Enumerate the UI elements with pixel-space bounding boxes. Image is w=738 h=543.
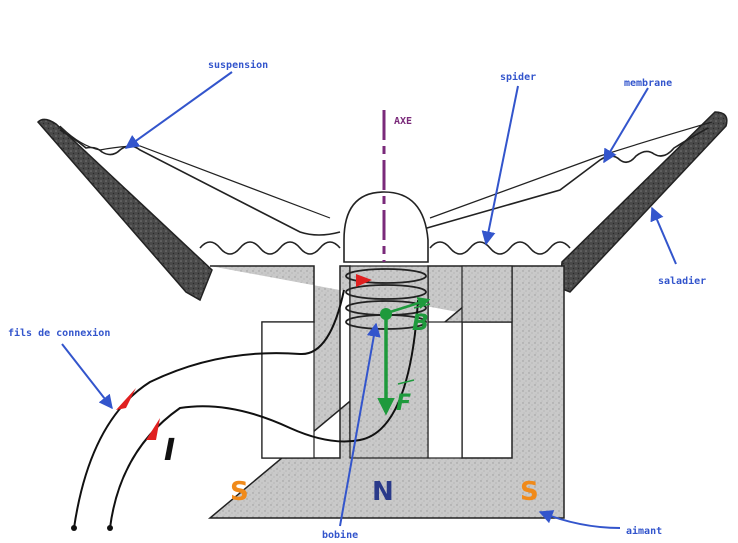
label-membrane: membrane — [624, 78, 672, 89]
force-vector-bar — [397, 379, 415, 385]
wire-terminal-right — [107, 525, 113, 531]
magnet-center-pole — [349, 265, 429, 459]
current-label: I — [164, 433, 175, 468]
basket-left-arm — [36, 118, 213, 302]
axis-label: AXE — [394, 116, 412, 127]
pole-right-south: S — [520, 477, 539, 507]
label-fils-de-connexion: fils de connexion — [8, 327, 110, 339]
connection-wire-upper — [73, 289, 345, 529]
membrane-pointer — [603, 87, 649, 164]
spider-pointer — [481, 85, 519, 246]
field-vector — [389, 297, 431, 314]
bobine-pointer — [339, 322, 381, 527]
current-arrow-upper — [116, 388, 136, 410]
field-vector-bar — [413, 303, 431, 309]
wire-terminal-left — [71, 525, 77, 531]
membrane-left — [59, 129, 341, 236]
force-vector-label: F — [396, 391, 411, 416]
pole-center-north: N — [372, 477, 394, 507]
saladier-pointer — [650, 206, 677, 265]
label-spider: spider — [500, 71, 536, 83]
label-suspension: suspension — [208, 59, 268, 71]
magnet-right-top — [461, 265, 513, 323]
magnet-gap-left — [261, 321, 315, 459]
label-bobine: bobine — [322, 529, 358, 541]
aimant-pointer — [538, 510, 621, 529]
label-saladier: saladier — [658, 275, 706, 287]
field-vector-label: B — [412, 311, 429, 336]
pole-left-south: S — [230, 477, 249, 507]
current-arrow-lower — [146, 418, 160, 440]
magnet-gap-right — [427, 321, 463, 459]
suspension-pointer — [124, 71, 233, 149]
label-aimant: aimant — [626, 525, 662, 537]
fils-pointer — [61, 343, 113, 410]
current-arrow-coil — [356, 274, 372, 287]
basket-right-arm — [559, 111, 728, 293]
spider-wave — [199, 241, 571, 255]
dust-cap — [343, 191, 429, 263]
cone-upper-right — [429, 121, 713, 219]
